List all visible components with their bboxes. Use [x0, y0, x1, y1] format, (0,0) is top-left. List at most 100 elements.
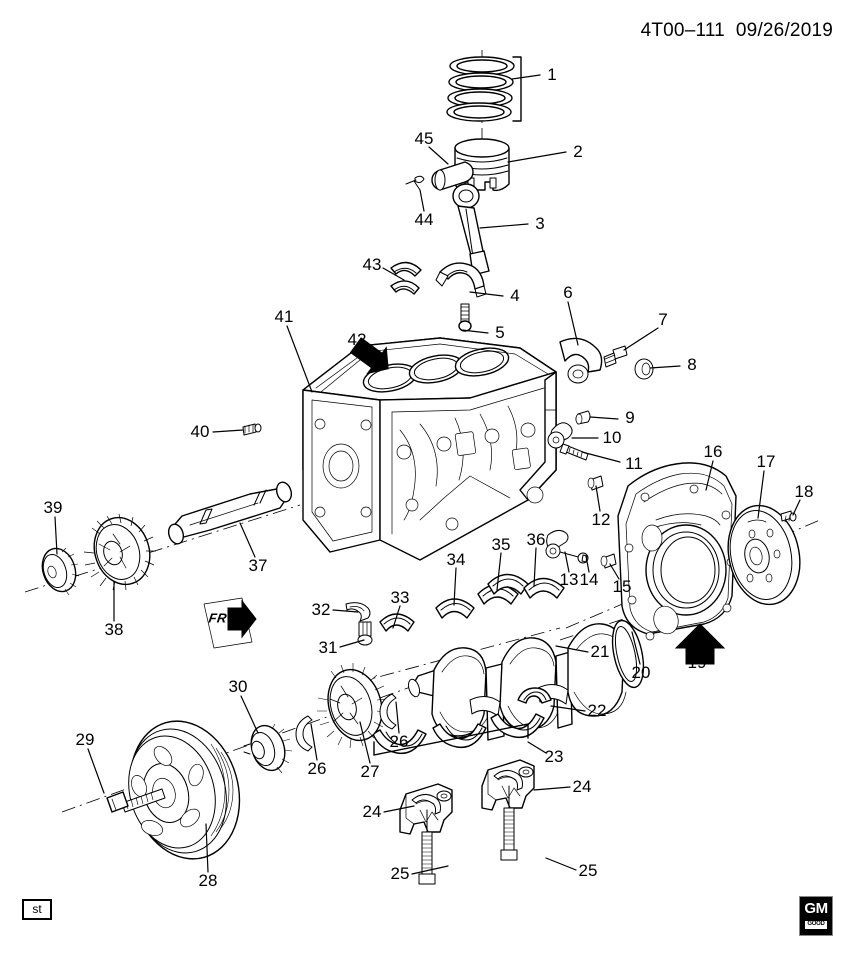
callout-34: 34 — [446, 550, 466, 569]
pulley-hub-part30 — [243, 723, 293, 774]
leader-line-24 — [383, 805, 415, 813]
callout-6: 6 — [563, 283, 573, 302]
leader-line-45 — [428, 146, 449, 165]
callout-33: 33 — [390, 588, 410, 607]
leader-line-6 — [567, 301, 579, 346]
piston-pin-retainer-part44 — [405, 175, 425, 191]
sheet-code-badge: st — [22, 899, 52, 920]
thrust-washer-right-part26 — [379, 693, 397, 730]
callout-12: 12 — [591, 510, 611, 529]
leader-line-25 — [545, 857, 577, 871]
callout-23: 23 — [544, 747, 564, 766]
callout-29: 29 — [75, 730, 95, 749]
connecting-rod-bolt-part5 — [458, 303, 472, 332]
leader-line-26 — [310, 723, 318, 761]
leader-line-34 — [453, 567, 457, 606]
leader-line-14 — [585, 555, 590, 573]
dowel-pin-part12 — [587, 475, 604, 491]
leader-line-19 — [696, 639, 701, 655]
piston-pin-part45 — [431, 161, 474, 191]
oil-deflector-part6 — [559, 337, 603, 384]
flexplate-part17 — [727, 504, 801, 606]
main-bearing-cap-left-part24 — [399, 783, 453, 835]
crankshaft-part21 — [407, 619, 645, 741]
connecting-rod-bearing-part43 — [390, 261, 422, 295]
callout-10: 10 — [602, 428, 622, 447]
callout-24: 24 — [572, 777, 592, 796]
leader-line-29 — [87, 748, 105, 794]
leader-line-9 — [589, 416, 619, 420]
plug-part8 — [634, 358, 654, 380]
connecting-rod-cap-part4 — [435, 262, 487, 298]
engine-block-part41 — [302, 337, 557, 561]
leader-line-33 — [392, 605, 401, 629]
lower-main-bearing-set — [372, 687, 552, 756]
callout-32: 32 — [311, 600, 331, 619]
leader-line-2 — [507, 151, 567, 163]
callout-35: 35 — [491, 535, 511, 554]
callout-26: 26 — [389, 732, 409, 751]
drawing-header: 4T00–111 09/26/2019 — [640, 20, 833, 41]
lower-main-bearing-c — [490, 713, 545, 739]
callout-40: 40 — [190, 422, 210, 441]
gm-logo-bar: GOOD — [805, 921, 827, 929]
front-direction-arrow-part42 — [349, 337, 389, 375]
lower-main-bearing-b — [432, 723, 487, 749]
thrust-washer-left-part26 — [295, 715, 313, 752]
leader-line-37 — [239, 522, 256, 558]
callout-24: 24 — [362, 802, 382, 821]
pulley-bolt-part29 — [106, 788, 166, 813]
leader-line-35 — [496, 552, 502, 591]
upper-main-bearing-part34 — [435, 598, 475, 619]
leader-line-7 — [623, 327, 659, 351]
callout-15: 15 — [612, 577, 632, 596]
rear-cover-part20 — [617, 462, 737, 641]
bolt-part18 — [780, 510, 797, 523]
plug-part40 — [242, 423, 262, 436]
leader-line-11 — [581, 451, 621, 463]
leader-line-27 — [359, 721, 371, 764]
callout-25: 25 — [578, 861, 598, 880]
leader-line-43 — [382, 267, 405, 281]
leader-line-26 — [395, 701, 400, 734]
callout-39: 39 — [43, 498, 63, 517]
leader-line-18 — [792, 499, 801, 516]
connecting-rod-part3 — [452, 183, 490, 276]
leader-line-20 — [631, 631, 641, 665]
leader-line-4 — [469, 291, 504, 297]
leader-line-44 — [419, 189, 425, 212]
main-bearing-cap-bolt-right-part25 — [500, 785, 518, 861]
leader-line-15 — [609, 563, 620, 580]
callout-17: 17 — [756, 452, 776, 471]
crankshaft-pulley-part28 — [128, 720, 241, 860]
oil-nozzle-part32 — [345, 602, 371, 622]
callout-5: 5 — [495, 323, 505, 342]
upper-main-bearing-part33 — [379, 613, 415, 632]
leader-line-16 — [705, 460, 714, 491]
leader-line-39 — [54, 516, 58, 555]
nozzle-bolt-part31 — [357, 621, 373, 646]
callout-7: 7 — [658, 310, 668, 329]
callout-20: 20 — [631, 663, 651, 682]
callout-28: 28 — [198, 871, 218, 890]
leader-line-12 — [595, 485, 601, 512]
bolt-part7 — [603, 345, 628, 368]
upper-main-bearing-part36 — [523, 577, 565, 599]
main-bearing-cap-bolt-left-part25 — [418, 809, 436, 885]
callout-4: 4 — [510, 286, 520, 305]
leader-line-32 — [332, 609, 359, 613]
callout-31: 31 — [318, 638, 338, 657]
leader-line-21 — [555, 645, 589, 653]
leader-line-24 — [533, 786, 571, 791]
balance-shaft-gear-part38 — [83, 513, 156, 591]
leader-line-31 — [339, 639, 365, 648]
callout-44: 44 — [414, 210, 434, 229]
leader-line-40 — [212, 429, 244, 433]
plug-part9 — [575, 410, 591, 425]
lower-main-bearing-part22 — [517, 687, 552, 704]
callout-8: 8 — [687, 355, 697, 374]
callout-25: 25 — [390, 864, 410, 883]
balance-shaft-part37 — [167, 481, 293, 545]
callout-22: 22 — [587, 701, 607, 720]
